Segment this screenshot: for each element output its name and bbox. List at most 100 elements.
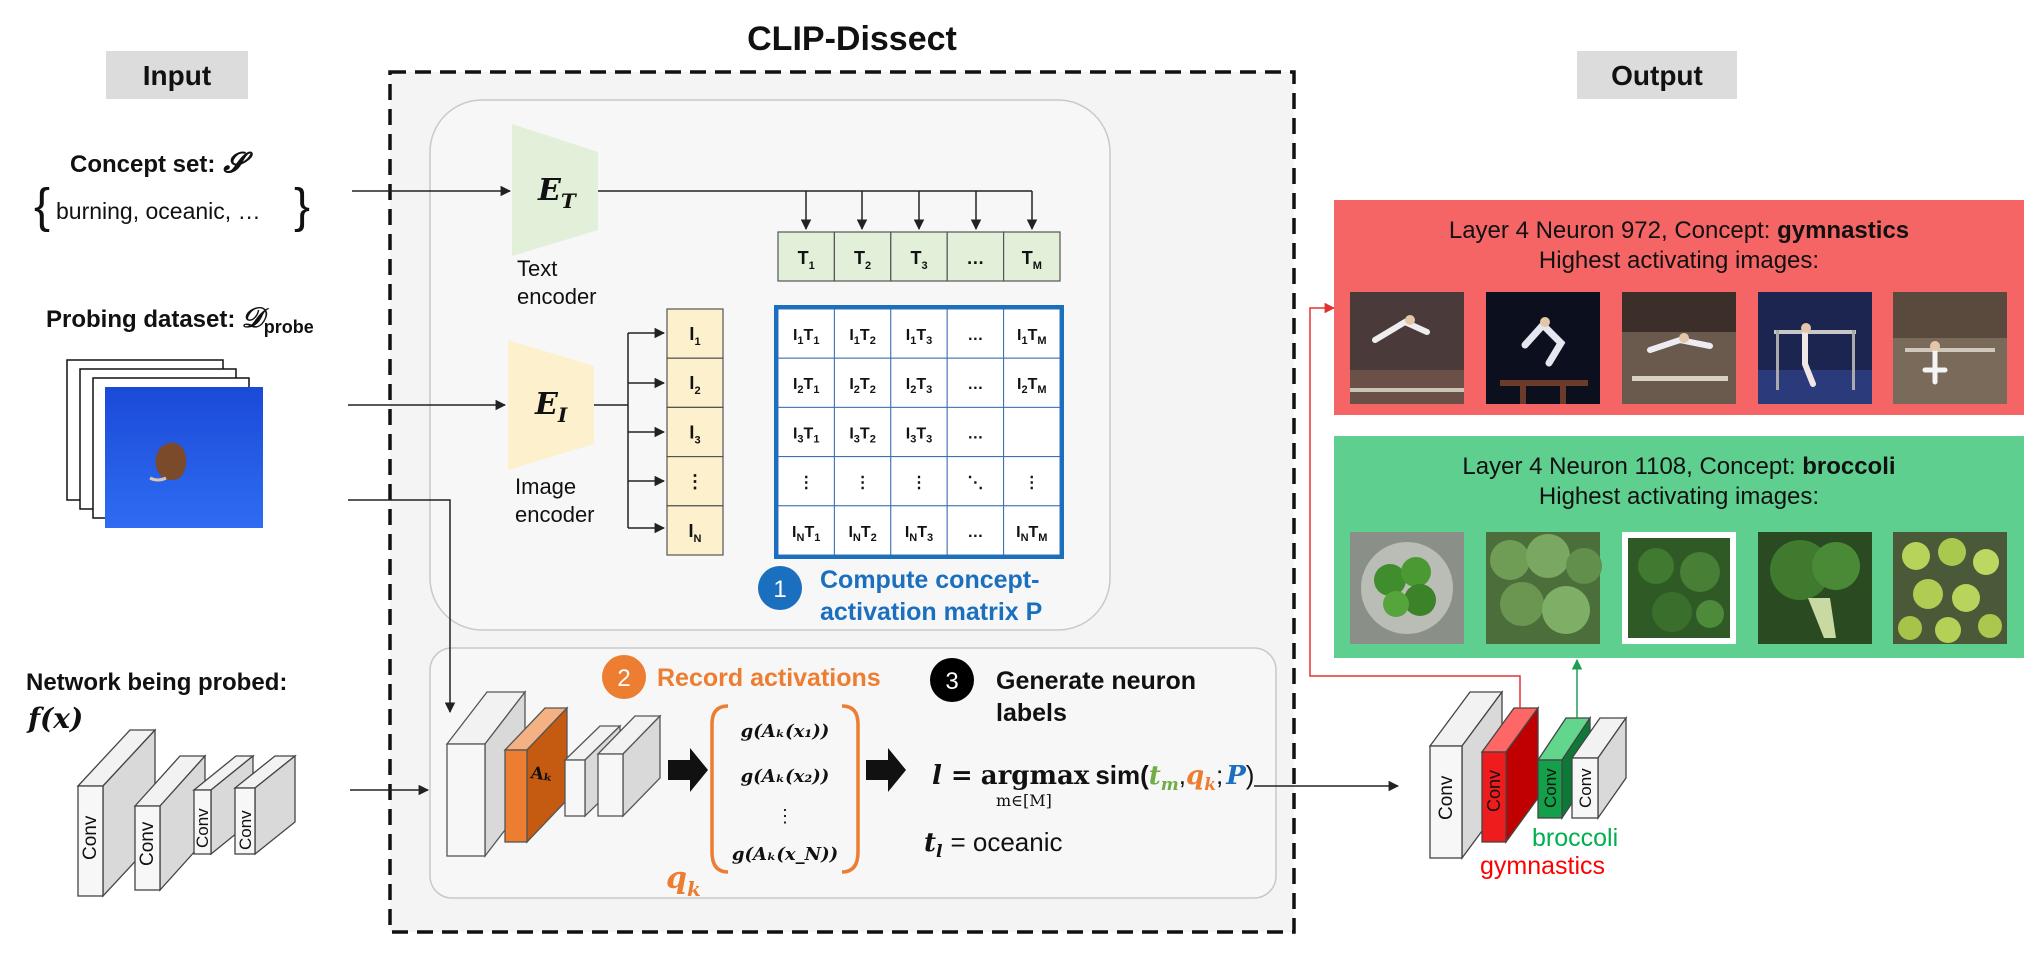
- matrix-cell-label: I1T2: [849, 327, 875, 347]
- matrix-cell-label: I1T3: [906, 327, 932, 347]
- matrix-cell: [833, 357, 892, 408]
- matrix-cell-label: INTM: [1016, 524, 1047, 544]
- conv-label: Conv: [1484, 770, 1504, 812]
- broccoli-image: [1350, 532, 1464, 644]
- matrix-cell-label: I2T2: [849, 376, 875, 396]
- matrix-cell: [1003, 505, 1061, 556]
- step1-badge: [758, 566, 802, 610]
- activation-entry: g(Aₖ(x_N)): [732, 844, 838, 865]
- gymnastics-image: [1622, 292, 1736, 404]
- matrix-cell-label: I2TM: [1017, 376, 1047, 396]
- text-encoder-caption: Text: [517, 256, 557, 281]
- matrix-cell-label: I2T3: [906, 376, 932, 396]
- image-embedding-label: ⋮: [686, 472, 704, 492]
- broccoli-image: [1758, 532, 1872, 644]
- conv-label: Conv: [1436, 775, 1457, 820]
- concept-set-values: burning, oceanic, …: [56, 198, 261, 224]
- concept-set-close-brace: }: [294, 180, 310, 233]
- output-network: Conv Conv Conv Conv: [1428, 690, 1628, 860]
- conv-label: Conv: [1541, 768, 1560, 808]
- target-layer-4: [596, 714, 662, 818]
- fat-arrow-2: [866, 748, 906, 792]
- matrix-cell-label: …: [967, 524, 983, 541]
- image-embedding-label: IN: [689, 521, 702, 545]
- step1-label: Compute concept-: [820, 566, 1039, 594]
- image-encoder-caption: encoder: [515, 502, 595, 527]
- matrix-cell-label: INT2: [848, 524, 876, 544]
- network-label: Network being probed:: [26, 669, 287, 696]
- text-encoder-shape: [512, 124, 598, 256]
- output-conv-gymnastics: Conv: [1480, 706, 1540, 844]
- gymnastics-images: [1350, 292, 2007, 404]
- argmax-range: m∈[M]: [996, 791, 1052, 810]
- conv-block-4: Conv: [233, 754, 297, 856]
- probing-dataset-label: Probing dataset:𝒟probe: [46, 301, 314, 337]
- text-embedding-cell: [777, 231, 836, 282]
- conv-label: Conv: [137, 821, 158, 866]
- broccoli-image: [1893, 532, 2007, 644]
- matrix-cell-label: I3T3: [906, 425, 932, 445]
- matrix-cell-label: …: [967, 376, 983, 393]
- conv-block-1: Conv: [76, 728, 157, 898]
- qk-label: qk: [666, 861, 701, 901]
- gymnastics-image: [1350, 292, 1464, 404]
- conv-label: Conv: [236, 810, 255, 850]
- activation-entry: g(Aₖ(x₂)): [741, 766, 830, 787]
- broccoli-image: [1622, 532, 1736, 644]
- broccoli-card-title: Layer 4 Neuron 1108, Concept: broccoli: [1462, 453, 1895, 480]
- text-embedding-label: …: [966, 248, 984, 268]
- matrix-cell: [1003, 406, 1061, 458]
- matrix-cell-label: ⋮: [911, 475, 927, 492]
- broccoli-card-subtitle: Highest activating images:: [1539, 483, 1819, 510]
- matrix-cell-label: …: [967, 425, 983, 442]
- image-embedding-cell: [666, 308, 724, 359]
- output-header: Output: [1611, 60, 1703, 91]
- matrix-cell-label: ⋮: [798, 475, 814, 492]
- target-network: Aₖ: [445, 690, 662, 858]
- broccoli-image: [1486, 532, 1602, 644]
- text-encoder-caption: encoder: [517, 284, 597, 309]
- output-conv-4: Conv: [1570, 715, 1628, 821]
- text-embedding-cell: [890, 231, 948, 282]
- matrix-cell-label: …: [967, 327, 983, 344]
- image-embedding-cell: [666, 357, 724, 409]
- matrix-cell: [1003, 308, 1061, 359]
- network-symbol: f(x): [26, 702, 83, 735]
- matrix-cell-label: INT3: [905, 524, 933, 544]
- input-network: Conv Conv Conv Conv: [76, 728, 297, 898]
- matrix-cell-label: I1T1: [793, 327, 819, 347]
- text-embedding-label: T2: [854, 248, 871, 272]
- arrow-images-to-network: [348, 499, 456, 714]
- matrix-cell-label: I3T1: [793, 425, 819, 445]
- matrix-border: [774, 305, 1064, 559]
- conv-label: Conv: [1576, 768, 1595, 808]
- gymnastics-image: [1486, 292, 1600, 404]
- step2-number: 2: [617, 665, 630, 692]
- ak-label: Aₖ: [528, 763, 554, 786]
- image-embedding-cell: [666, 406, 724, 458]
- concept-set-open-brace: {: [34, 180, 50, 233]
- step3-label: Generate neuron: [996, 667, 1196, 695]
- image-bus: [594, 327, 666, 534]
- image-encoder-caption: Image: [515, 474, 576, 499]
- matrix-cell: [777, 456, 835, 507]
- neuron-label-result: tl= oceanic: [924, 827, 1063, 862]
- activation-vector: g(Aₖ(x₁)) g(Aₖ(x₂)) ⋮ g(Aₖ(x_N)): [710, 704, 860, 874]
- activation-entry: g(Aₖ(x₁)): [741, 721, 830, 742]
- text-embedding-cell: [1002, 231, 1061, 282]
- image-encoder-symbol: EI: [534, 387, 568, 427]
- output-header-box: [1577, 51, 1737, 99]
- labeling-panel: [429, 647, 1277, 899]
- text-embedding-label: TM: [1022, 248, 1042, 272]
- conv-label: Conv: [80, 815, 101, 860]
- text-bus-arrows: [800, 191, 1038, 231]
- matrix-cell: [890, 456, 948, 507]
- gymnastics-image: [1758, 292, 1872, 404]
- matrix-cell: [777, 406, 835, 458]
- matrix-cell-label: I2T1: [793, 376, 819, 396]
- step2-label: Record activations: [657, 664, 881, 692]
- matrix-cell: [833, 406, 892, 458]
- gymnastics-card-title: Layer 4 Neuron 972, Concept: gymnastics: [1449, 217, 1909, 244]
